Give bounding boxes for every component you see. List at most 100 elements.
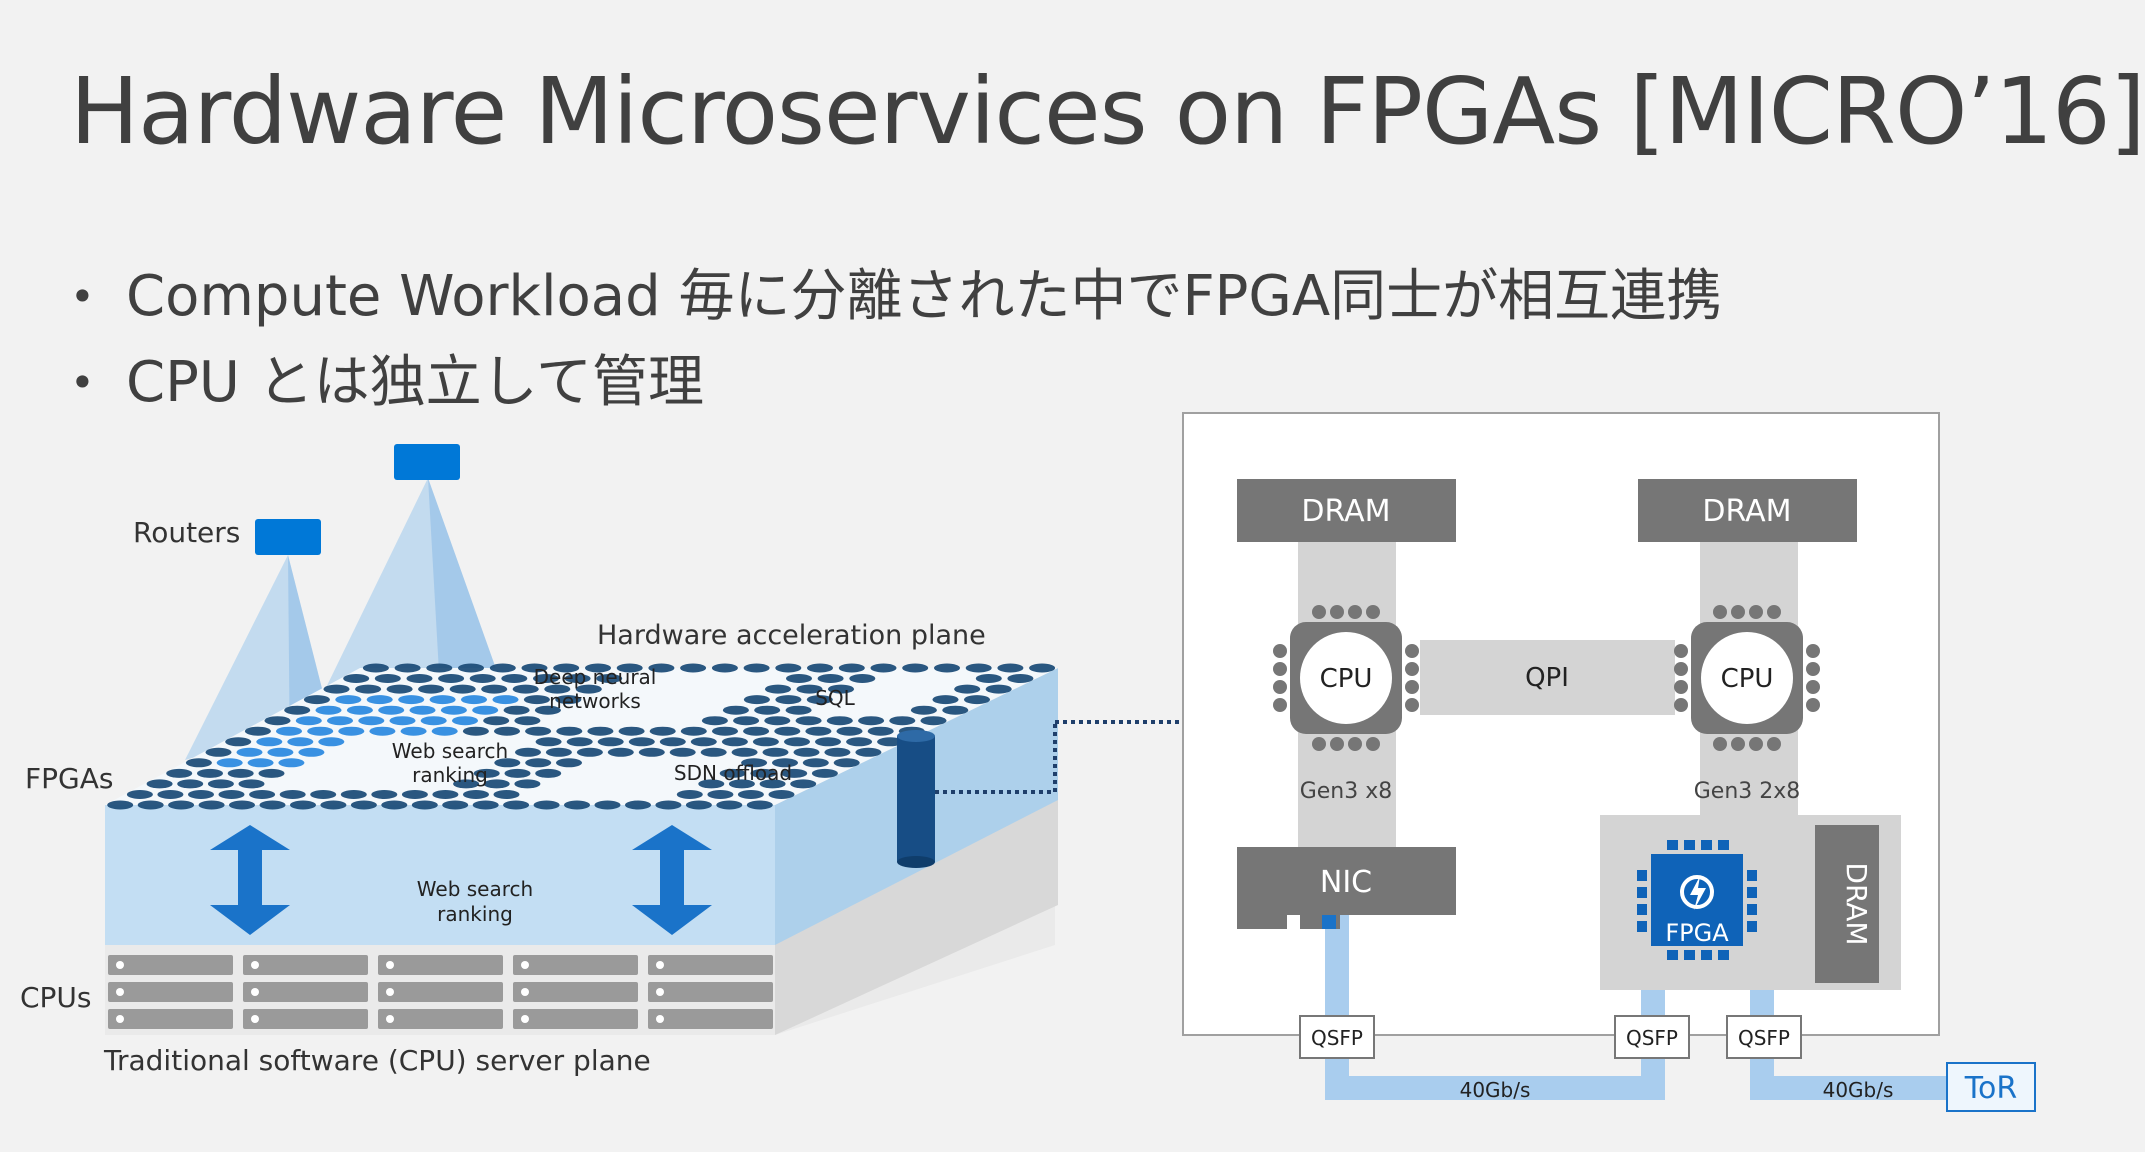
- server-rack: [108, 955, 773, 1029]
- server-led-icon: [521, 1015, 529, 1023]
- fpga-node: [934, 663, 960, 673]
- fpga-node: [366, 695, 393, 705]
- fpga-node: [785, 705, 812, 715]
- fpga-node: [790, 779, 817, 789]
- fpga-node: [461, 695, 487, 705]
- fpga-node: [676, 790, 703, 799]
- up-down-arrow-icon: [632, 825, 712, 935]
- fpga-node: [544, 684, 571, 694]
- server-led-icon: [656, 988, 664, 996]
- fpga-node: [855, 747, 882, 757]
- fpga-node: [452, 716, 478, 726]
- fpga-node: [765, 684, 791, 694]
- cpu-pin: [1674, 698, 1688, 712]
- fpga-node: [975, 674, 1002, 683]
- cpu-pin: [1731, 737, 1745, 751]
- workload-label-sql: SQL: [815, 686, 855, 710]
- fpga-node: [137, 800, 164, 810]
- fpga-node: [707, 790, 734, 799]
- right-diagram: DRAM DRAM CPU CPU QPI Gen3 x8 Gen3 2x8: [1182, 412, 2036, 1112]
- diagram-canvas: Routers FPGAs CPUs Hardware acceleration…: [20, 412, 2036, 1112]
- fpga-node: [811, 768, 838, 778]
- fpga-node: [350, 800, 377, 810]
- software-plane-label: Traditional software (CPU) server plane: [103, 1044, 651, 1077]
- bullet-text: Compute Workload 毎に分離された中でFPGA同士が相互連携: [126, 264, 1723, 329]
- cpu-pin: [1713, 737, 1727, 751]
- fpga-node: [429, 695, 456, 705]
- fpga-node: [310, 790, 337, 799]
- fpga-pin: [1747, 887, 1757, 898]
- fpga-node: [229, 800, 255, 810]
- fpga-node: [472, 800, 499, 810]
- bullet-item: •Compute Workload 毎に分離された中でFPGA同士が相互連携: [70, 258, 1722, 344]
- fpga-node: [762, 747, 789, 757]
- fpga-node: [515, 747, 541, 757]
- fpga-node: [238, 779, 265, 789]
- fpga-node: [346, 705, 373, 715]
- fpga-node: [555, 695, 582, 705]
- link-speed-label: 40Gb/s: [1460, 1078, 1531, 1102]
- fpga-node: [483, 779, 510, 789]
- server-led-icon: [521, 988, 529, 996]
- fpga-node: [833, 758, 860, 768]
- fpga-node: [743, 726, 770, 736]
- fpga-node: [525, 758, 552, 768]
- fpga-node: [716, 800, 743, 810]
- fpga-node: [493, 790, 520, 799]
- cpu-die: [1701, 632, 1793, 724]
- fpga-node: [712, 726, 738, 736]
- fpga-node: [432, 790, 459, 799]
- fpga-node: [323, 684, 350, 694]
- fpga-node: [525, 726, 552, 736]
- cpu-pin: [1312, 605, 1326, 619]
- fpga-node: [483, 716, 510, 726]
- fpga-pin: [1637, 887, 1647, 898]
- tor-switch: [1946, 1062, 2036, 1112]
- fpga-node: [576, 747, 603, 757]
- fpga-node: [754, 705, 781, 715]
- fpga-node: [259, 800, 286, 810]
- up-down-arrow-icon: [210, 825, 290, 935]
- fpga-node: [481, 684, 508, 694]
- fpga-node: [218, 790, 245, 799]
- server-led-icon: [656, 1015, 664, 1023]
- fpga-node: [418, 684, 445, 694]
- fpga-node: [244, 726, 271, 736]
- server-led-icon: [386, 961, 394, 969]
- fpga-node: [216, 758, 243, 768]
- fpga-node: [824, 747, 851, 757]
- server-unit: [513, 955, 638, 975]
- fpga-pin: [1637, 921, 1647, 932]
- fpga-node: [849, 674, 876, 683]
- cpu-pin: [1749, 737, 1763, 751]
- fpga-node: [932, 695, 959, 705]
- fpga-node: [389, 716, 416, 726]
- cpu-pin: [1806, 680, 1820, 694]
- fpga-node: [107, 800, 134, 810]
- fpga-node: [737, 790, 764, 799]
- fpga-pin: [1718, 840, 1729, 850]
- fpga-node: [793, 747, 820, 757]
- fpga-node: [942, 705, 969, 715]
- fpga-node: [774, 726, 801, 736]
- fpga-node: [166, 768, 193, 778]
- fpga-node: [594, 800, 621, 810]
- fpga-node: [625, 800, 651, 810]
- routers-label: Routers: [133, 516, 240, 549]
- slide: Hardware Microservices on FPGAs [MICRO’1…: [20, 58, 2145, 1112]
- fpga-pin: [1684, 840, 1695, 850]
- fpga-node: [701, 716, 728, 726]
- fpga-node: [362, 663, 389, 673]
- fpga-node: [303, 695, 330, 705]
- workload-label-web-search-lower: Web search: [417, 877, 533, 901]
- router-icon: [255, 519, 321, 555]
- fpga-node: [680, 726, 707, 736]
- server-unit: [108, 1009, 233, 1029]
- server-led-icon: [116, 1015, 124, 1023]
- fpga-node: [295, 716, 322, 726]
- network-cylinder-icon: [897, 730, 935, 868]
- workload-label-dnn: Deep neural: [534, 665, 657, 689]
- fpga-node: [786, 674, 812, 683]
- server-unit: [108, 955, 233, 975]
- cpu-label-right: CPU: [1721, 664, 1774, 694]
